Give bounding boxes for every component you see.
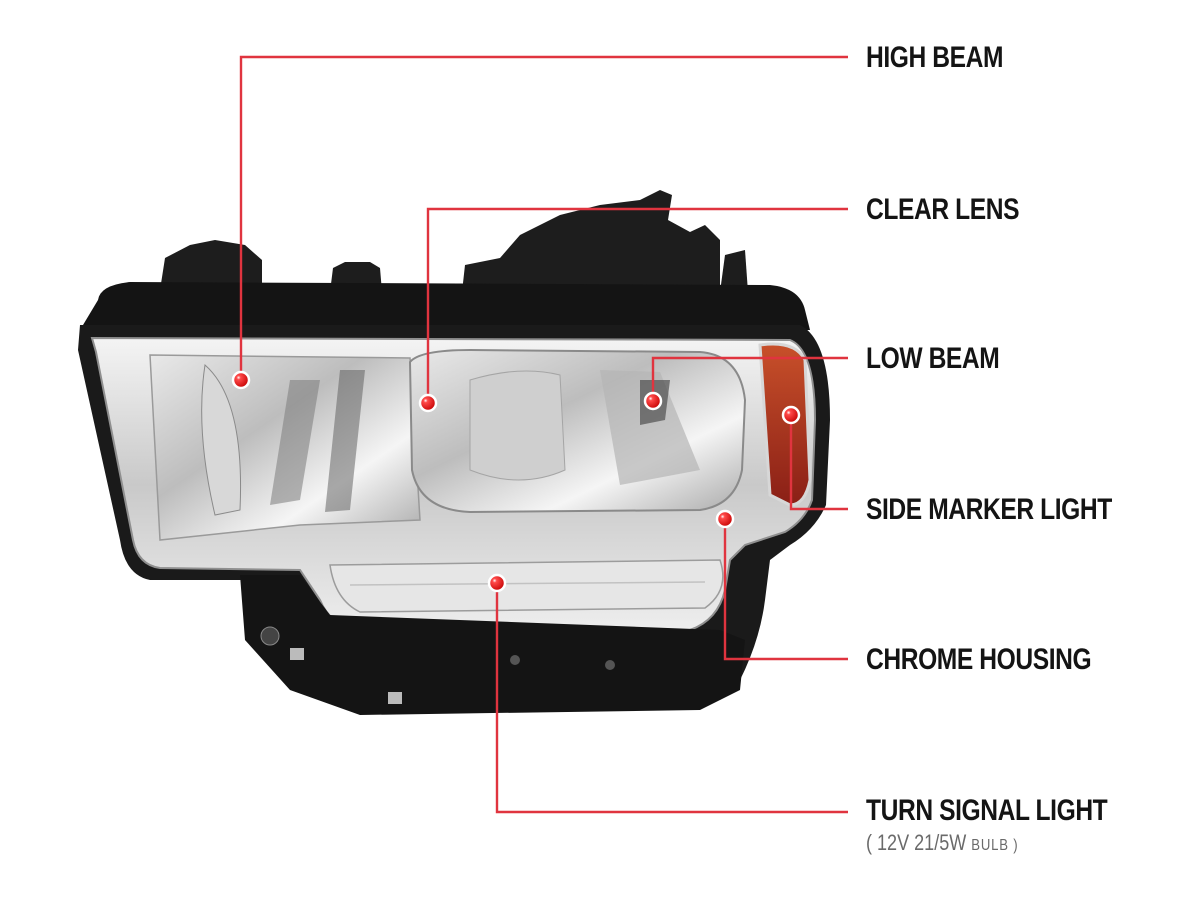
chrome-housing-dot xyxy=(715,509,735,529)
label-chrome-housing: CHROME HOUSING xyxy=(866,643,1092,676)
high-beam-dot xyxy=(231,370,251,390)
bulb-word: BULB ) xyxy=(971,837,1019,854)
bulb-spec-text: ( 12V 21/5W xyxy=(866,830,972,855)
callout-dots xyxy=(231,370,801,593)
clear-lens-dot xyxy=(418,393,438,413)
label-turn-signal-light: TURN SIGNAL LIGHT xyxy=(866,794,1108,827)
label-high-beam: HIGH BEAM xyxy=(866,41,1004,74)
low-beam-chamber xyxy=(408,348,747,514)
callout-lines xyxy=(239,55,848,814)
lower-bracket xyxy=(240,575,745,715)
turn-signal-strip xyxy=(329,559,724,613)
side-marker-dot xyxy=(781,405,801,425)
label-clear-lens: CLEAR LENS xyxy=(866,193,1020,226)
turn-signal-dot xyxy=(487,573,507,593)
top-rail xyxy=(80,282,810,330)
label-side-marker-light: SIDE MARKER LIGHT xyxy=(866,493,1112,526)
turn-signal-bulb-spec: ( 12V 21/5W BULB ) xyxy=(866,832,1018,854)
label-low-beam: LOW BEAM xyxy=(866,342,1000,375)
mounting-brackets xyxy=(160,190,748,292)
side-marker-lens xyxy=(758,342,812,507)
low-beam-dot xyxy=(643,391,663,411)
